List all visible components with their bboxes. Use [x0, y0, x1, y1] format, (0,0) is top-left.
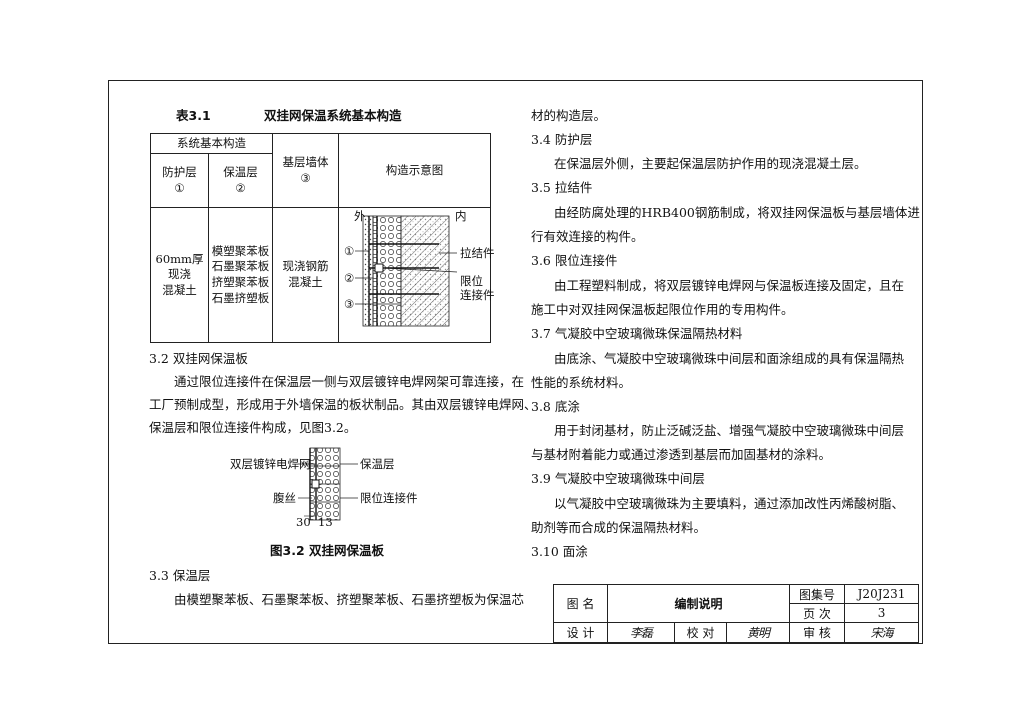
check-signature: 黄明: [725, 622, 791, 643]
title-block: 图 名 编制说明 图集号 J20J231 页 次 3 设 计 李磊 校 对 黄明…: [553, 584, 920, 643]
section-3-2-title: 3.2 双挂网保温板: [149, 351, 248, 366]
section-3-7-para-1: 由底涂、气凝胶中空玻璃微珠中间层和面涂组成的具有保温隔热: [554, 351, 905, 366]
section-3-5-para-1: 由经防腐处理的HRB400钢筋制成，将双挂网保温板与基层墙体进: [554, 205, 920, 220]
section-3-2-para-1: 通过限位连接件在保温层一侧与双层镀锌电焊网架可靠连接，在: [174, 374, 525, 389]
cell-insul: 模塑聚苯板 石墨聚苯板 挤塑聚苯板 石墨挤塑板: [208, 207, 273, 343]
section-3-8-title: 3.8 底涂: [531, 399, 580, 414]
design-label: 设 计: [553, 622, 608, 643]
atlas-no-label: 图集号: [789, 584, 846, 604]
diagram-marker-2: ②: [344, 271, 355, 285]
figure-dim-30: 30: [296, 515, 311, 529]
section-3-4-title: 3.4 防护层: [531, 132, 593, 147]
figure-wire-label: 腹丝: [273, 491, 296, 505]
section-3-9-para-1: 以气凝胶中空玻璃微珠为主要填料，通过添加改性丙烯酸树脂、: [554, 496, 905, 511]
section-3-5-title: 3.5 拉结件: [531, 180, 593, 195]
section-3-3-title: 3.3 保温层: [149, 568, 211, 583]
figure-insulation-label: 保温层: [360, 457, 395, 471]
cell-base: 现浇钢筋 混凝土: [272, 207, 339, 343]
check-label: 校 对: [674, 622, 727, 643]
section-3-3-para-1: 由模塑聚苯板、石墨聚苯板、挤塑聚苯板、石墨挤塑板为保温芯: [174, 592, 525, 607]
page-label: 页 次: [789, 603, 846, 623]
section-3-10-title: 3.10 面涂: [531, 544, 588, 559]
section-3-7-title: 3.7 气凝胶中空玻璃微珠保温隔热材料: [531, 326, 743, 341]
atlas-no-value: J20J231: [844, 584, 920, 604]
section-3-6-title: 3.6 限位连接件: [531, 253, 618, 268]
review-signature: 宋海: [844, 622, 920, 643]
page-value: 3: [844, 603, 920, 623]
construction-diagram: [355, 215, 458, 327]
right-line-1: 材的构造层。: [531, 108, 607, 123]
section-3-2-para-2: 工厂预制成型，形成用于外墙保温的板状制品。其由双层镀锌电焊网、: [149, 397, 537, 412]
diagram-inside-label: 内: [455, 209, 467, 223]
section-3-6-para-2: 施工中对双挂网保温板起限位作用的专用构件。: [531, 302, 794, 317]
section-3-5-para-2: 行有效连接的构件。: [531, 229, 644, 244]
drawing-name-value: 编制说明: [606, 584, 791, 623]
diagram-tie-label: 拉结件: [460, 246, 495, 260]
table-title: 双挂网保温系统基本构造: [264, 108, 402, 123]
section-3-2-para-3: 保温层和限位连接件构成，见图3.2。: [149, 420, 357, 435]
section-3-9-para-2: 助剂等而合成的保温隔热材料。: [531, 520, 707, 535]
diagram-limit-label-2: 连接件: [460, 288, 495, 302]
section-3-8-para-2: 与基材附着能力或通过渗透到基层而加固基材的涂料。: [531, 447, 832, 462]
drawing-name-label: 图 名: [553, 584, 608, 623]
design-signature: 李磊: [607, 622, 675, 643]
diagram-marker-3: ③: [344, 297, 355, 311]
figure-caption: 图3.2 双挂网保温板: [270, 543, 384, 558]
diagram-limit-label-1: 限位: [460, 274, 483, 288]
section-3-6-para-1: 由工程塑料制成，将双层镀锌电焊网与保温板连接及固定，且在: [554, 278, 905, 293]
review-label: 审 核: [789, 622, 846, 643]
header-diagram: 构造示意图: [338, 133, 491, 208]
header-protect: 防护层 ①: [150, 153, 209, 208]
figure-mesh-label: 双层镀锌电焊网: [230, 457, 311, 471]
insulation-board-figure: [304, 447, 341, 521]
section-3-9-title: 3.9 气凝胶中空玻璃微珠中间层: [531, 471, 705, 486]
header-insul: 保温层 ②: [208, 153, 273, 208]
diagram-marker-1: ①: [344, 244, 355, 258]
figure-limit-label: 限位连接件: [360, 491, 418, 505]
section-3-7-para-2: 性能的系统材料。: [531, 375, 632, 390]
figure-leaders: [298, 463, 358, 499]
cell-protect: 60mm厚 现浇 混凝土: [150, 207, 209, 343]
section-3-4-para-1: 在保温层外侧，主要起保温层防护作用的现浇混凝土层。: [554, 156, 867, 171]
table-number: 表3.1: [176, 108, 211, 123]
header-base: 基层墙体 ③: [272, 133, 339, 208]
drawing-frame: [108, 80, 923, 644]
section-3-8-para-1: 用于封闭基材，防止泛碱泛盐、增强气凝胶中空玻璃微珠中间层: [554, 423, 905, 438]
header-group: 系统基本构造: [150, 133, 273, 154]
diagram-outside-label: 外: [354, 209, 366, 223]
figure-dim-13: 13: [318, 515, 333, 529]
